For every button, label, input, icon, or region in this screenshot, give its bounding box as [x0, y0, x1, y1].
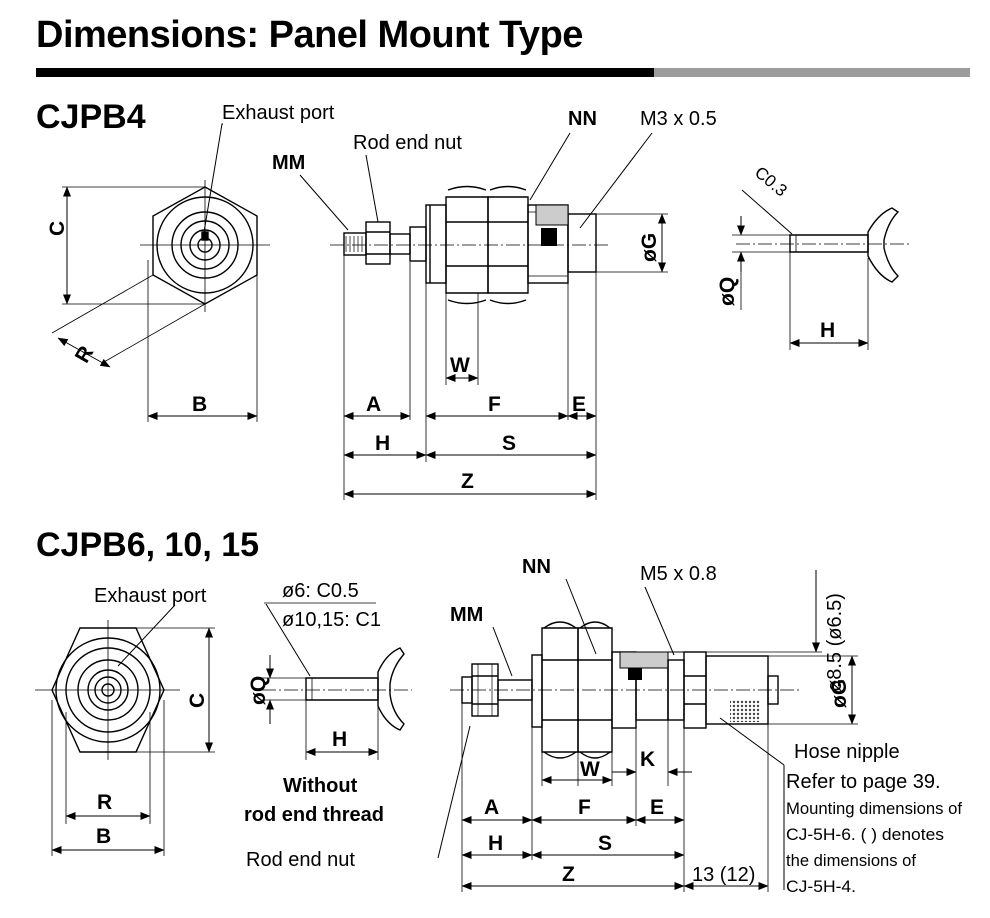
cjpb6-dim-k: K	[640, 748, 655, 771]
cjpb4-dim-q: øQ	[716, 277, 739, 306]
cjpb6-dim-f: F	[578, 796, 591, 819]
cjpb6-rod-end-nut-label: Rod end nut	[246, 849, 355, 871]
cjpb6-hose-nipple-label: Hose nipple	[794, 741, 900, 763]
cjpb4-rod-end-nut-label: Rod end nut	[353, 132, 462, 154]
hose-nipple-note: Refer to page 39. Mounting dimensions of…	[786, 771, 962, 896]
cjpb6-dim-q: øQ	[247, 676, 270, 705]
cjpb6-exhaust-port-label: Exhaust port	[94, 585, 207, 607]
cjpb6-without-label-2: rod end thread	[244, 804, 384, 826]
cjpb6-rod-detail	[262, 602, 412, 760]
cjpb6-chamfer-6-label: ø6: C0.5	[282, 580, 359, 602]
cjpb6-dim-r: R	[97, 791, 112, 814]
cjpb6-front-view	[35, 604, 215, 856]
cjpb4-dim-f: F	[488, 393, 501, 416]
note-line: the dimensions of	[786, 851, 916, 870]
cjpb4-dim-a: A	[366, 393, 381, 416]
cjpb6-side-view	[437, 570, 858, 892]
cjpb4-chamfer-label: C0.3	[751, 163, 791, 201]
cjpb4-exhaust-port-label: Exhaust port	[222, 102, 335, 124]
cjpb6-dim-c: C	[186, 693, 209, 708]
cjpb4-side-view	[299, 132, 668, 500]
cjpb4-dim-h: H	[375, 432, 390, 455]
note-line: Refer to page 39.	[786, 771, 941, 793]
cjpb4-mm-label: MM	[272, 152, 305, 174]
cjpb4-dim-c: C	[46, 221, 69, 236]
cjpb6-chamfer-10-15-label: ø10,15: C1	[282, 609, 381, 631]
note-line: CJ-5H-4.	[786, 877, 856, 896]
cjpb4-dim-h2: H	[820, 319, 835, 342]
cjpb6-dim-e: E	[650, 796, 664, 819]
cjpb4-dim-s: S	[502, 432, 516, 455]
cjpb6-len-13-label: 13 (12)	[692, 864, 755, 886]
cjpb6-dim-s: S	[598, 832, 612, 855]
cjpb6-dim-h-rod: H	[332, 728, 347, 751]
title-rule-gray	[654, 68, 970, 77]
cjpb4-dim-w: W	[450, 354, 470, 377]
cjpb6-dim-a: A	[484, 796, 499, 819]
cjpb6-dim-h: H	[488, 832, 503, 855]
cjpb6-dim-b: B	[96, 825, 111, 848]
cjpb6-dim-g: øG	[828, 679, 851, 708]
cjpb4-rod-detail	[732, 189, 910, 350]
cjpb6-mm-label: MM	[450, 604, 483, 626]
cjpb6-thread-label: M5 x 0.8	[640, 563, 717, 585]
note-line: Mounting dimensions of	[786, 799, 962, 818]
cjpb4-dim-r: R	[71, 342, 99, 367]
cjpb4-front-view	[51, 123, 270, 422]
cjpb6-without-label-1: Without	[283, 775, 358, 797]
section1-title: CJPB4	[36, 98, 146, 136]
page-title: Dimensions: Panel Mount Type	[36, 14, 583, 56]
title-rule-dark	[36, 68, 654, 77]
cjpb4-dim-b: B	[192, 393, 207, 416]
cjpb6-dim-z: Z	[562, 863, 575, 886]
cjpb4-dim-z: Z	[461, 470, 474, 493]
cjpb4-nn-label: NN	[568, 108, 597, 130]
cjpb6-dia-85-label: ø8.5 (ø6.5)	[824, 593, 846, 692]
cjpb4-dim-g: øG	[638, 233, 661, 262]
cjpb6-dim-w: W	[580, 758, 600, 781]
cjpb4-thread-label: M3 x 0.5	[640, 108, 717, 130]
cjpb4-dim-e: E	[572, 393, 586, 416]
section2-title: CJPB6, 10, 15	[36, 526, 259, 564]
cjpb6-nn-label: NN	[522, 556, 551, 578]
note-line: CJ-5H-6. ( ) denotes	[786, 825, 944, 844]
